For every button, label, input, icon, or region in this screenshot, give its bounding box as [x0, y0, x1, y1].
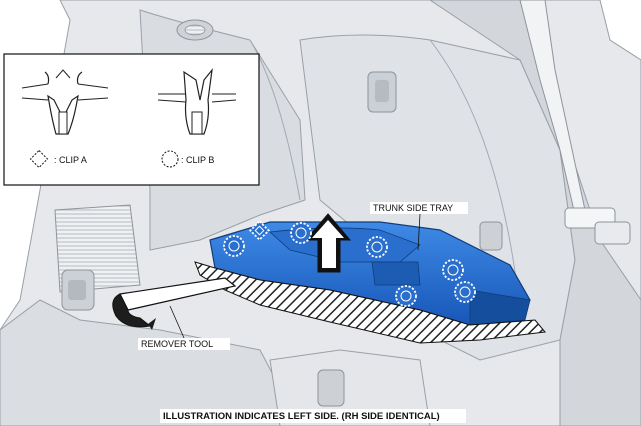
- clip-a-illustration: [21, 69, 109, 135]
- clip-b-marker: [290, 222, 312, 244]
- clip-b-marker: [442, 259, 464, 281]
- clip-b-symbol: [161, 150, 179, 168]
- clip-b-illustration: [157, 67, 237, 135]
- clip-b-marker: [223, 235, 245, 257]
- clip-a-marker: [249, 220, 270, 241]
- trim-panel-section: [194, 261, 546, 344]
- callout-remover-tool: REMOVER TOOL: [138, 305, 230, 350]
- clip-b-markers: [223, 222, 476, 307]
- remover-tool-label: REMOVER TOOL: [141, 339, 213, 349]
- footer-note-text: ILLUSTRATION INDICATES LEFT SIDE. (RH SI…: [163, 411, 440, 422]
- callout-trunk-side-tray: TRUNK SIDE TRAY: [370, 202, 468, 251]
- clip-b-marker: [395, 285, 417, 307]
- clip-a-symbol: [29, 149, 49, 169]
- trunk-side-tray: [209, 221, 531, 326]
- clip-b-marker: [366, 236, 388, 258]
- clip-a-label: : CLIP A: [54, 155, 87, 165]
- footer-note: ILLUSTRATION INDICATES LEFT SIDE. (RH SI…: [160, 409, 466, 423]
- remover-tool: [112, 277, 237, 330]
- clip-legend: : CLIP A : CLIP B: [3, 53, 260, 186]
- clip-b-marker: [454, 281, 476, 303]
- clip-b-label: : CLIP B: [181, 155, 214, 165]
- trunk-side-tray-label: TRUNK SIDE TRAY: [373, 203, 453, 213]
